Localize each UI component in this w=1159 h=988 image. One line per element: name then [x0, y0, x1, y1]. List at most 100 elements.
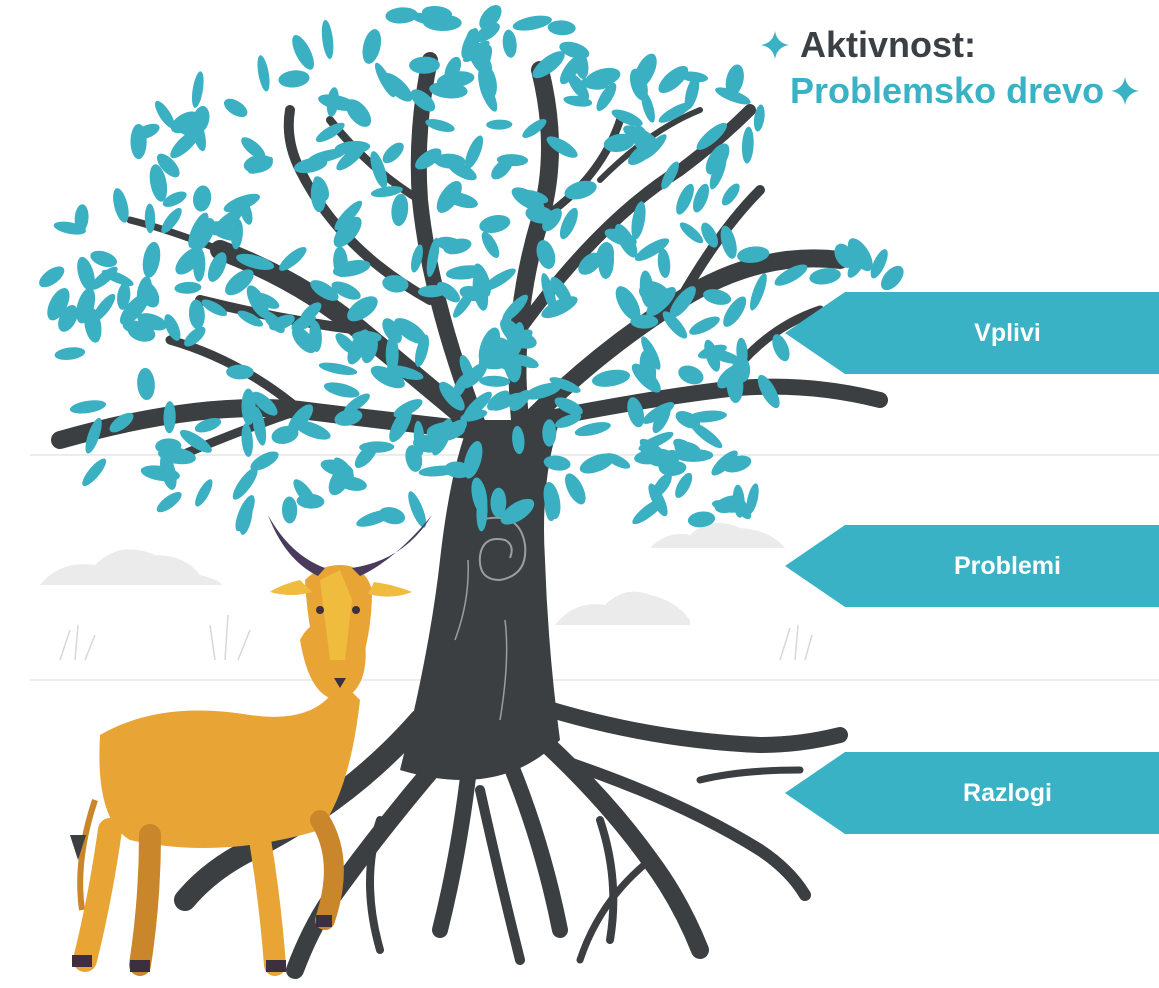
- leaf-shape: [370, 151, 388, 189]
- leaf-shape: [415, 148, 442, 170]
- leaf-shape: [201, 299, 228, 317]
- leaf-shape: [109, 412, 134, 433]
- leaf-shape: [409, 12, 441, 26]
- leaf-shape: [486, 119, 513, 130]
- leaf-shape: [479, 214, 511, 234]
- tag-shape: [785, 292, 1159, 374]
- leaf-shape: [294, 420, 331, 440]
- leaf-shape: [344, 393, 370, 414]
- leaf-shape: [385, 335, 399, 374]
- leaf-shape: [658, 102, 692, 123]
- leaf-shape: [142, 241, 161, 278]
- label-razlogi[interactable]: Razlogi: [785, 752, 1159, 834]
- label-text: Vplivi: [974, 318, 1041, 347]
- leaf-shape: [225, 269, 254, 296]
- leaf-shape: [502, 294, 528, 323]
- cloud-shape: [40, 549, 222, 585]
- leaf-shape: [323, 382, 360, 398]
- leaf-shape: [179, 430, 212, 453]
- leaf-shape: [292, 35, 314, 70]
- leaf-shape: [496, 154, 529, 167]
- leaf-shape: [521, 190, 549, 204]
- leaf-shape: [630, 314, 659, 329]
- label-text: Razlogi: [963, 778, 1052, 807]
- leaf-shape: [436, 281, 461, 303]
- leaf-shape: [333, 246, 348, 278]
- leaf-shape: [565, 473, 586, 505]
- leaf-shape: [252, 406, 267, 446]
- leaf-shape: [753, 104, 765, 132]
- leaf-shape: [410, 89, 436, 112]
- leaf-shape: [415, 334, 429, 367]
- leaf-shape: [509, 390, 531, 412]
- leaf-shape: [279, 246, 307, 271]
- label-problemi[interactable]: Problemi: [785, 525, 1159, 607]
- cloud-shape: [555, 591, 690, 625]
- leaf-shape: [326, 87, 339, 117]
- leaf-shape: [241, 137, 266, 160]
- label-vplivi[interactable]: Vplivi: [785, 292, 1159, 374]
- leaf-shape: [251, 391, 278, 416]
- leaf-shape: [137, 367, 155, 401]
- leaf-shape: [426, 237, 440, 278]
- leaf-shape: [156, 491, 182, 513]
- leaf-shape: [207, 252, 227, 282]
- leaf-shape: [232, 467, 258, 500]
- leaf-shape: [687, 511, 716, 528]
- leaf-shape: [281, 496, 298, 524]
- leaf-shape: [669, 286, 696, 318]
- leaf-shape: [236, 253, 275, 270]
- leaf-shape: [658, 65, 689, 94]
- leaf-shape: [409, 56, 440, 74]
- leaf-shape: [603, 133, 635, 153]
- leaf-shape: [291, 326, 317, 354]
- leaf-shape: [692, 183, 710, 213]
- leaf-shape: [714, 495, 745, 514]
- leaf-shape: [382, 142, 404, 164]
- leaf-shape: [512, 425, 525, 455]
- leaf-shape: [549, 377, 581, 393]
- leaf-shape: [631, 201, 646, 240]
- leaf-shape: [156, 153, 180, 178]
- leaf-shape: [705, 143, 730, 175]
- leaf-shape: [701, 222, 719, 248]
- leaf-shape: [490, 487, 507, 518]
- leaf-shape: [426, 421, 465, 440]
- leaf-shape: [591, 369, 631, 387]
- leaf-shape: [336, 144, 366, 171]
- leaf-shape: [313, 176, 329, 201]
- leaf-shape: [690, 422, 723, 449]
- leaf-shape: [347, 329, 370, 365]
- leaf-shape: [300, 302, 322, 323]
- leaf-shape: [318, 362, 358, 375]
- leaf-shape: [163, 401, 176, 434]
- leaf-shape: [509, 322, 525, 357]
- leaf-shape: [175, 247, 203, 275]
- leaf-shape: [662, 311, 688, 339]
- leaf-shape: [190, 218, 215, 252]
- leaf-shape: [696, 122, 728, 150]
- leaf-shape: [478, 353, 515, 370]
- leaf-shape: [226, 364, 254, 380]
- leaf-shape: [194, 417, 222, 433]
- title-line-1: Aktivnost:: [760, 22, 1155, 68]
- leaf-shape: [54, 347, 86, 360]
- leaf-shape: [241, 388, 256, 426]
- leaf-shape: [615, 286, 641, 321]
- leaf-shape: [547, 20, 576, 36]
- leaf-shape: [263, 311, 285, 334]
- leaf-shape: [541, 296, 578, 319]
- leaf-shape: [689, 316, 720, 335]
- title-topic: Problemsko drevo: [790, 70, 1105, 111]
- leaf-shape: [159, 453, 177, 490]
- leaf-shape: [257, 55, 270, 92]
- leaf-shape: [436, 71, 475, 88]
- leaf-shape: [320, 459, 354, 477]
- leaf-shape: [321, 19, 334, 59]
- leaf-shape: [615, 223, 638, 258]
- leaf-shape: [687, 410, 727, 423]
- leaf-shape: [679, 222, 704, 244]
- leaf-shape: [559, 41, 590, 59]
- leaf-shape: [476, 492, 488, 532]
- leaf-shape: [382, 318, 402, 344]
